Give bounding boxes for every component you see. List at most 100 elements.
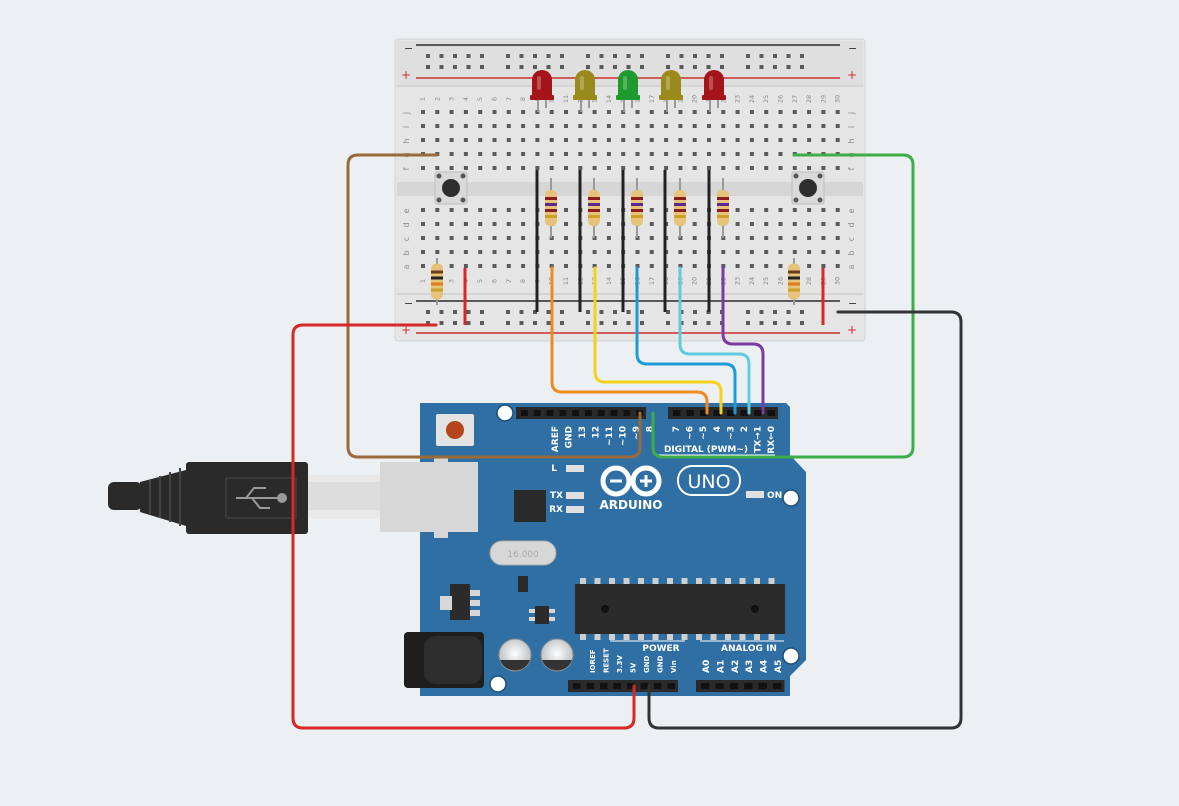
brown-wire[interactable] [346,153,642,459]
breadboard-jumpers [463,170,825,325]
digital-pin-label: GND [565,426,575,448]
digital-header-left [516,407,646,419]
column-number-top: 3 [448,97,456,101]
usb-port [380,456,478,538]
row-letter-right: f [847,167,856,170]
arduino-infinity-logo-icon [600,465,662,497]
led[interactable] [530,70,554,112]
l-led [566,465,584,472]
center-channel [397,182,863,196]
column-number-top: 2 [433,97,441,101]
column-number-top: 28 [805,95,813,103]
row-letter-right: j [847,112,856,115]
digital-pin-label: ~3 [726,426,736,440]
column-number-top: 17 [648,95,656,103]
pulldown-resistor-left[interactable] [431,258,443,305]
black-wire[interactable] [647,310,963,730]
led-resistor[interactable] [545,178,557,238]
led-resistor[interactable] [674,178,686,238]
digital-pin-label: TX→1 [754,426,764,453]
purple-wire[interactable] [721,266,765,415]
bottom-rail-plus-left: + [401,323,411,337]
row-letter-left: c [402,237,411,241]
row-letter-right: c [847,237,856,241]
led-resistor[interactable] [588,178,600,238]
column-number-bottom: 30 [834,277,842,285]
analog-pin-label: A1 [716,660,726,673]
column-number-bottom: 3 [448,279,456,283]
column-number-top: 5 [476,97,484,101]
yellow-wire[interactable] [593,266,723,415]
led[interactable] [573,70,597,112]
row-letter-left: a [402,264,411,269]
power-pin-label: IOREF [589,649,597,673]
resistors [431,178,800,305]
power-pin-label: GND [657,655,665,673]
usb-interface-chip [514,490,546,522]
cyan-wire[interactable] [678,266,751,415]
top-rail-minus-left: − [404,42,413,55]
usb-cable [108,462,380,534]
reset-button[interactable] [436,414,474,446]
pushbutton-right[interactable] [791,171,825,205]
digital-pin-label: 4 [713,426,723,432]
power-pin-label: 5V [630,662,638,673]
pushbutton-left[interactable] [434,171,468,205]
red-wire[interactable] [291,323,636,730]
digital-header-label: DIGITAL (PWM~) [664,445,748,455]
column-number-top: 6 [491,97,499,101]
column-number-bottom: 5 [476,279,484,283]
power-header [568,680,678,692]
analog-header-label: ANALOG IN [721,644,777,654]
column-number-top: 14 [605,95,613,103]
green-wire[interactable] [651,153,915,459]
digital-pin-label: 13 [578,426,588,439]
row-letter-left: h [402,138,411,143]
power-pin-label: RESET [603,648,611,673]
row-letter-left: e [402,208,411,213]
column-number-top: 27 [791,95,799,103]
tx-led-label: TX [550,491,563,501]
crystal-label: 16.000 [507,550,539,560]
column-number-top: 8 [519,97,527,101]
uno-model-label: UNO [687,471,730,493]
row-letter-right: b [847,250,856,255]
breadboard: − − + + − − + + 112233445566778899101011… [394,38,866,342]
led[interactable] [616,70,640,112]
led-resistor[interactable] [717,178,729,238]
analog-pin-label: A2 [731,660,741,673]
column-number-bottom: 6 [491,279,499,283]
column-number-bottom: 14 [605,277,613,285]
blue-wire[interactable] [635,266,737,415]
analog-header [696,680,785,692]
rx-led [566,506,584,513]
column-number-top: 11 [562,95,570,103]
small-transistor [529,606,555,624]
led-resistor[interactable] [631,178,643,238]
pulldown-resistor-right[interactable] [788,258,800,305]
on-led-label: ON [767,491,782,501]
digital-pin-label: 7 [672,426,682,432]
led[interactable] [702,70,726,112]
digital-pin-label: ~6 [686,426,696,440]
leds [530,70,726,112]
column-number-bottom: 24 [748,277,756,285]
column-number-top: 7 [505,97,513,101]
crystal-oscillator: 16.000 [489,540,557,566]
column-number-top: 30 [834,95,842,103]
orange-wire[interactable] [550,266,709,415]
row-letter-right: i [847,126,856,128]
on-led [746,491,764,498]
bottom-rail-plus-right: + [847,323,857,337]
column-number-top: 23 [734,95,742,103]
digital-pin-label: 2 [740,426,750,432]
analog-pin-label: A5 [774,660,784,673]
led[interactable] [659,70,683,112]
digital-pin-label: ~9 [632,426,642,440]
dc-power-jack [404,632,484,688]
tx-led [566,492,584,499]
top-rail-plus-right: + [847,68,857,82]
column-number-top: 26 [777,95,785,103]
